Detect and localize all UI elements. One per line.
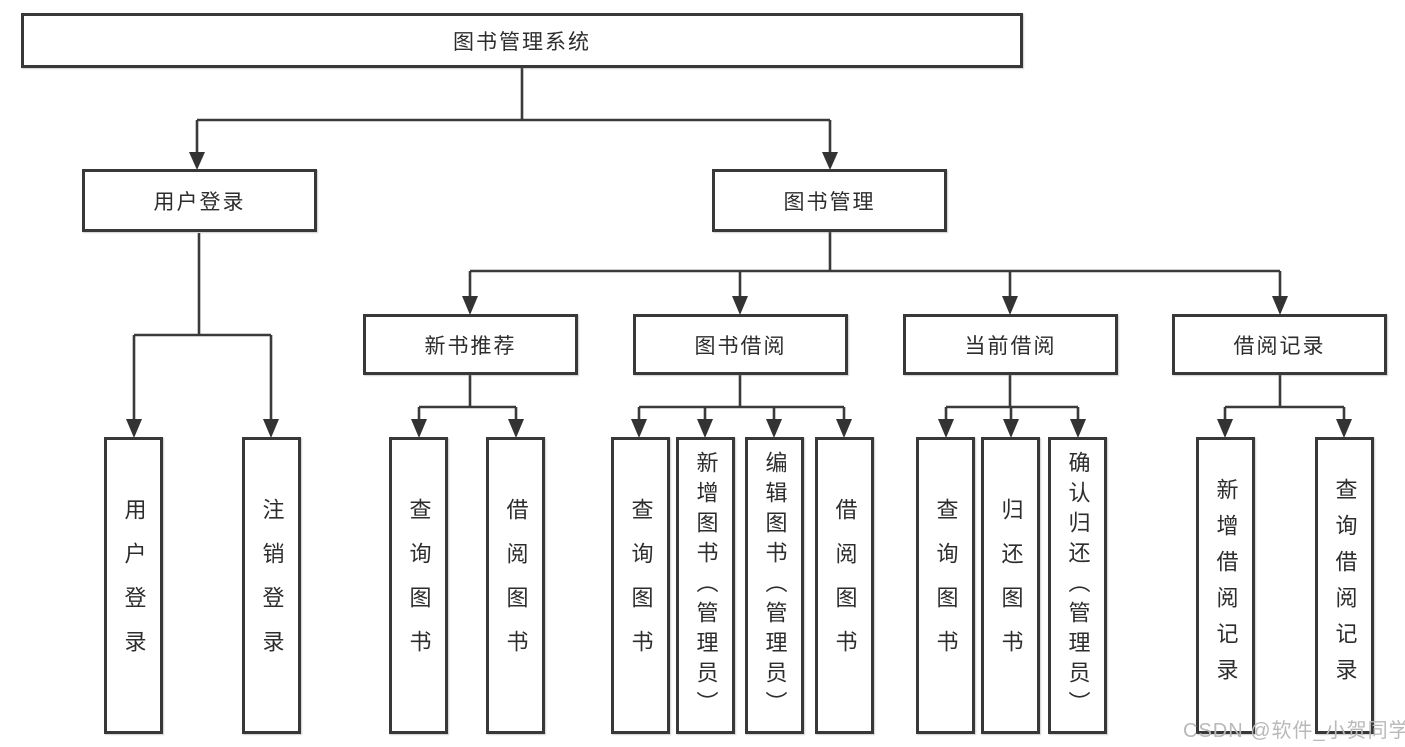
node-borrow-records: 借阅记录 — [1172, 314, 1387, 375]
node-library-system-label: 图书管理系统 — [453, 30, 591, 54]
leaf-edit-books-admin: 编辑图书（管理员） — [745, 437, 804, 734]
leaf-borrow-books: 借阅图书 — [815, 437, 874, 734]
leaf-query-borrow-record: 查询借阅记录 — [1315, 437, 1374, 734]
node-book-management: 图书管理 — [712, 169, 947, 232]
csdn-watermark: CSDN @软件_小贺同学 — [1183, 720, 1405, 742]
leaf-add-books-admin: 新增图书（管理员） — [676, 437, 735, 734]
node-book-borrow: 图书借阅 — [633, 314, 848, 375]
leaf-user-login: 用户登录 — [104, 437, 163, 734]
node-borrow-records-label: 借阅记录 — [1233, 334, 1326, 358]
node-user-login: 用户登录 — [82, 169, 317, 232]
leaf-add-borrow-record: 新增借阅记录 — [1196, 437, 1255, 734]
leaf-query-books-borrow: 查询图书 — [611, 437, 670, 734]
node-book-management-label: 图书管理 — [783, 190, 876, 214]
node-library-system: 图书管理系统 — [21, 13, 1023, 68]
node-current-borrow-label: 当前借阅 — [964, 334, 1057, 358]
node-new-book-recommend-label: 新书推荐 — [424, 334, 517, 358]
node-current-borrow: 当前借阅 — [903, 314, 1118, 375]
node-user-login-label: 用户登录 — [153, 190, 246, 214]
leaf-borrow-books-recommend: 借阅图书 — [486, 437, 545, 734]
node-book-borrow-label: 图书借阅 — [694, 334, 787, 358]
node-new-book-recommend: 新书推荐 — [363, 314, 578, 375]
leaf-return-books: 归还图书 — [981, 437, 1040, 734]
leaf-confirm-return-admin: 确认归还（管理员） — [1048, 437, 1107, 734]
leaf-query-books-current: 查询图书 — [916, 437, 975, 734]
leaf-logout: 注销登录 — [242, 437, 301, 734]
leaf-query-books-recommend: 查询图书 — [389, 437, 448, 734]
